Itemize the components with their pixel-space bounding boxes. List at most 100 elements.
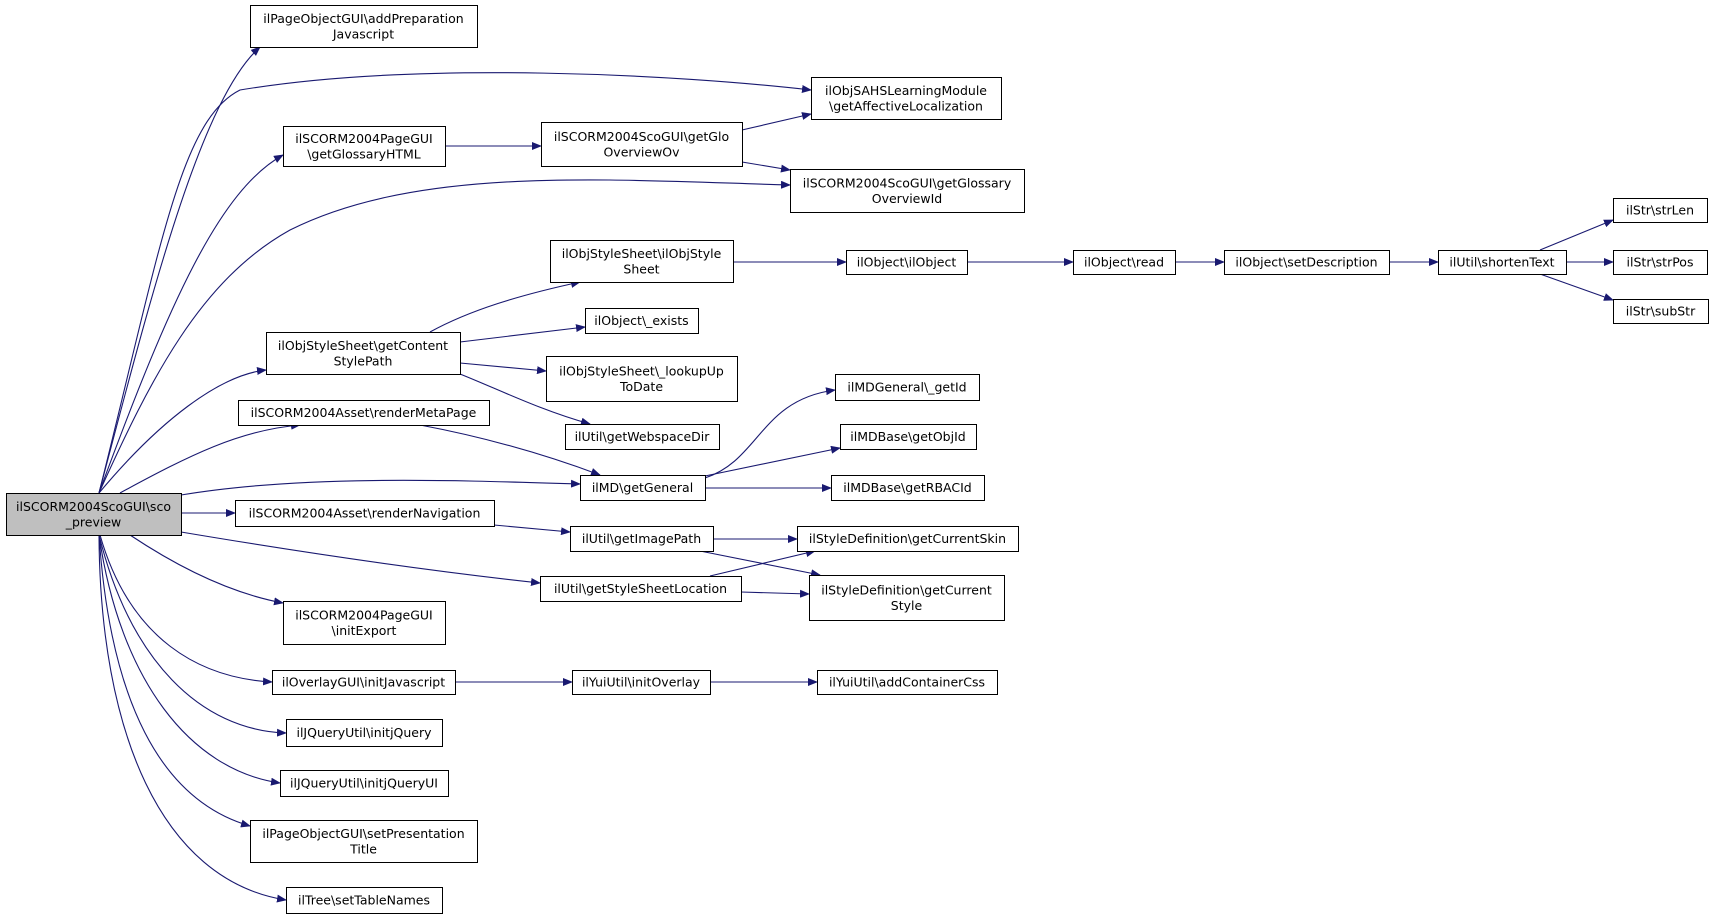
node-label-line: ilObject\setDescription (1235, 255, 1377, 270)
node-n21[interactable]: ilMDBase\getObjId (840, 424, 977, 450)
node-box[interactable] (286, 719, 443, 747)
node-n13[interactable]: ilStr\subStr (1613, 299, 1709, 324)
node-label-line: ilOverlayGUI\initJavascript (282, 675, 445, 690)
node-label-line: ilJQueryUtil\initjQuery (296, 725, 432, 740)
edge-n10-to-n13 (1539, 273, 1614, 301)
node-box[interactable] (580, 475, 706, 501)
edge-root-to-n3 (98, 154, 284, 494)
node-box[interactable] (1438, 250, 1567, 275)
node-box[interactable] (790, 169, 1025, 213)
node-label-line: ilMDBase\getRBACId (843, 480, 971, 495)
node-n18[interactable]: ilSCORM2004Asset\renderMetaPage (238, 400, 490, 426)
node-n7[interactable]: ilObject\ilObject (846, 250, 968, 275)
node-label-line: ilPageObjectGUI\setPresentation (262, 826, 464, 841)
node-box[interactable] (283, 601, 446, 645)
node-box[interactable] (280, 770, 449, 797)
node-root[interactable]: ilSCORM2004ScoGUI\sco_preview (6, 493, 182, 536)
node-box[interactable] (570, 526, 714, 552)
node-n22[interactable]: ilMDBase\getRBACId (831, 475, 985, 501)
node-n12[interactable]: ilStr\strPos (1613, 250, 1708, 275)
node-box[interactable] (238, 400, 490, 426)
node-label-line: ilSCORM2004Asset\renderNavigation (249, 506, 481, 521)
node-box[interactable] (546, 356, 738, 402)
node-box[interactable] (272, 670, 456, 695)
node-label-line: ilObject\ilObject (857, 255, 957, 270)
node-box[interactable] (1224, 250, 1390, 275)
node-box[interactable] (235, 500, 495, 527)
node-label-line: ilObject\read (1084, 255, 1164, 270)
node-label-line: ilSCORM2004ScoGUI\getGlo (554, 129, 729, 144)
node-box[interactable] (250, 5, 478, 48)
node-n10[interactable]: ilUtil\shortenText (1438, 250, 1567, 275)
node-box[interactable] (809, 575, 1005, 621)
node-label-line: ilUtil\getStyleSheetLocation (554, 581, 727, 596)
edge-n23-to-n24 (493, 524, 571, 536)
node-n29[interactable]: ilOverlayGUI\initJavascript (272, 670, 456, 695)
node-label-line: ilMDBase\getObjId (850, 429, 965, 444)
node-box[interactable] (585, 308, 699, 334)
node-label-line: Title (349, 841, 377, 856)
node-box[interactable] (565, 424, 720, 450)
node-n35[interactable]: ilTree\setTableNames (286, 887, 443, 914)
node-box[interactable] (266, 332, 461, 375)
node-box[interactable] (831, 475, 985, 501)
node-n23[interactable]: ilSCORM2004Asset\renderNavigation (235, 500, 495, 527)
edge-root-to-n2 (98, 72, 812, 494)
node-box[interactable] (840, 424, 977, 450)
node-box[interactable] (550, 240, 734, 283)
node-n32[interactable]: ilJQueryUtil\initjQuery (286, 719, 443, 747)
edge-n26-to-n27 (740, 589, 810, 598)
node-box[interactable] (1613, 198, 1708, 223)
node-box[interactable] (1613, 299, 1709, 324)
node-n2[interactable]: ilObjSAHSLearningModule\getAffectiveLoca… (811, 77, 1002, 120)
edge-n14-to-n17 (459, 373, 591, 426)
node-n33[interactable]: ilJQueryUtil\initjQueryUI (280, 770, 449, 797)
node-box[interactable] (6, 493, 182, 536)
node-label-line: ilSCORM2004Asset\renderMetaPage (251, 405, 477, 420)
node-n30[interactable]: ilYuiUtil\initOverlay (572, 670, 711, 695)
node-box[interactable] (835, 374, 980, 401)
node-box[interactable] (811, 77, 1002, 120)
edge-n24-to-n27 (699, 550, 821, 578)
node-n26[interactable]: ilUtil\getStyleSheetLocation (540, 576, 742, 602)
node-label-line: ilSCORM2004ScoGUI\getGlossary (803, 175, 1012, 190)
node-n19[interactable]: ilMD\getGeneral (580, 475, 706, 501)
node-n8[interactable]: ilObject\read (1073, 250, 1176, 275)
node-n20[interactable]: ilMDGeneral\_getId (835, 374, 980, 401)
node-box[interactable] (540, 576, 742, 602)
node-box[interactable] (250, 820, 478, 863)
node-n28[interactable]: ilSCORM2004PageGUI\initExport (283, 601, 446, 645)
node-n24[interactable]: ilUtil\getImagePath (570, 526, 714, 552)
node-box[interactable] (1073, 250, 1176, 275)
node-n3[interactable]: ilSCORM2004PageGUI\getGlossaryHTML (283, 126, 446, 167)
edge-root-to-n18 (119, 421, 301, 494)
node-box[interactable] (541, 122, 743, 167)
node-n11[interactable]: ilStr\strLen (1613, 198, 1708, 223)
node-n31[interactable]: ilYuiUtil\addContainerCss (817, 670, 998, 695)
node-n17[interactable]: ilUtil\getWebspaceDir (565, 424, 720, 450)
node-label-line: _preview (65, 514, 122, 529)
node-n9[interactable]: ilObject\setDescription (1224, 250, 1390, 275)
node-box[interactable] (846, 250, 968, 275)
node-box[interactable] (797, 526, 1019, 552)
node-box[interactable] (1613, 250, 1708, 275)
node-label-line: \getGlossaryHTML (307, 146, 421, 161)
node-n25[interactable]: ilStyleDefinition\getCurrentSkin (797, 526, 1019, 552)
node-label-line: OverviewId (872, 191, 942, 206)
node-box[interactable] (817, 670, 998, 695)
node-label-line: StylePath (334, 353, 393, 368)
node-box[interactable] (572, 670, 711, 695)
node-n15[interactable]: ilObject\_exists (585, 308, 699, 334)
node-box[interactable] (286, 887, 443, 914)
node-box[interactable] (283, 126, 446, 167)
edge-root-to-n34 (98, 534, 251, 828)
node-n6[interactable]: ilObjStyleSheet\ilObjStyleSheet (550, 240, 734, 283)
